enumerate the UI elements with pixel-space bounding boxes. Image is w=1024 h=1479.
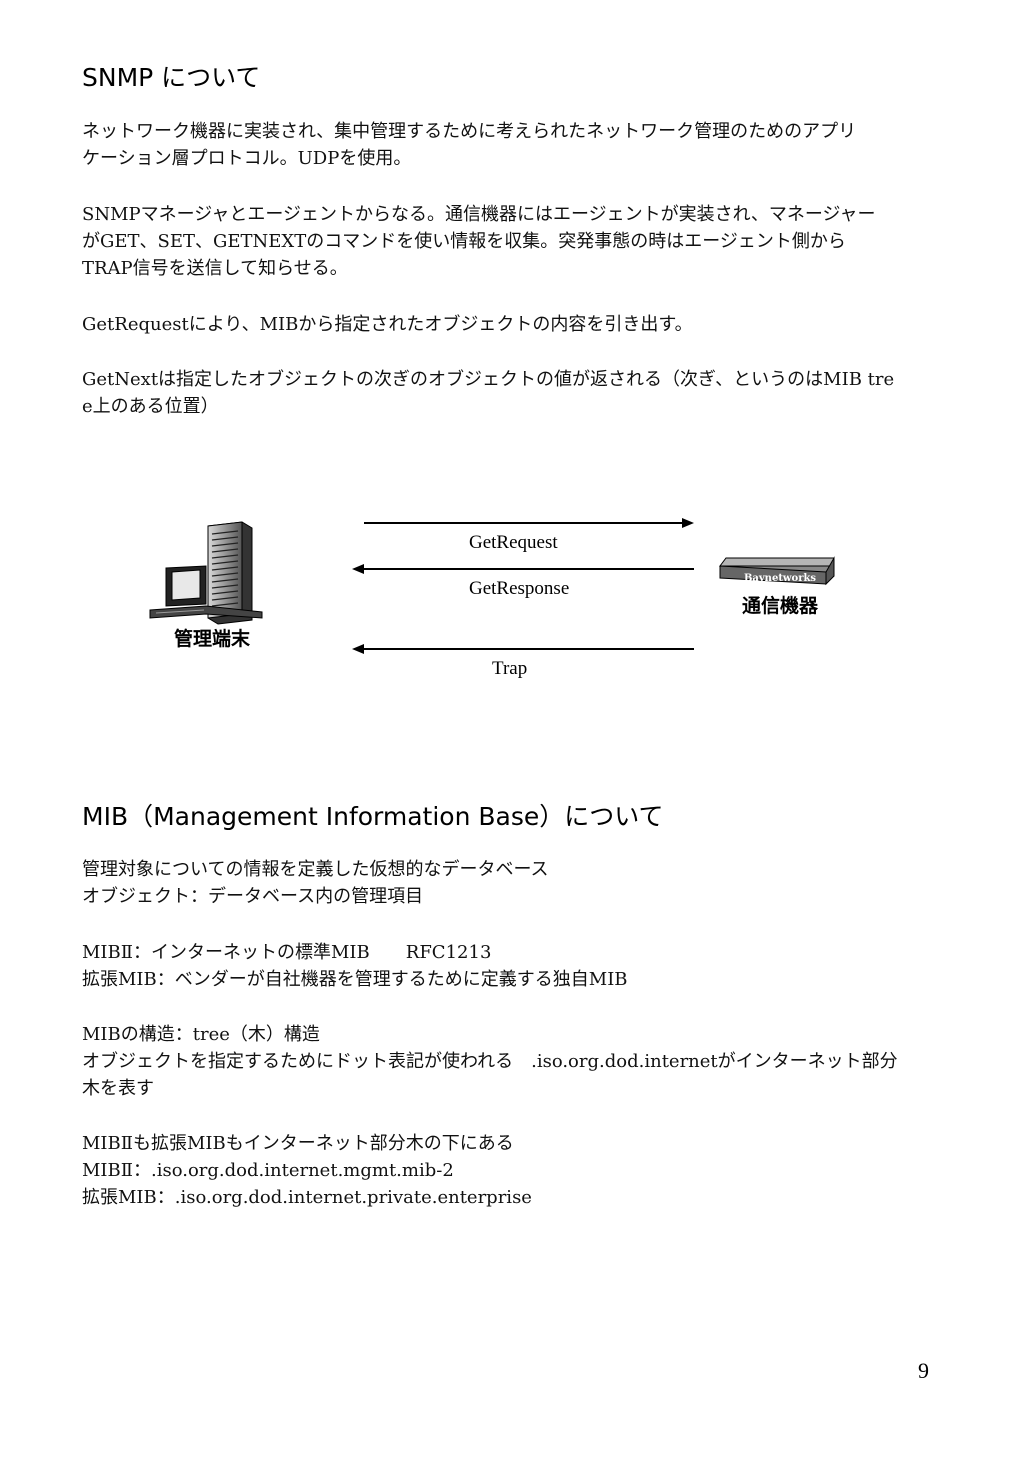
snmp-heading: SNMP について <box>82 63 261 92</box>
text-line: 管理対象についての情報を定義した仮想的なデータベース <box>82 859 549 880</box>
device-brand-label: Baynetworks <box>744 573 816 584</box>
text-line: e上のある位置） <box>82 396 219 417</box>
text-line: 木を表す <box>82 1078 154 1099</box>
arrow-trap <box>352 644 694 654</box>
text-line: オブジェクト：データベース内の管理項目 <box>82 886 424 907</box>
device-label: 通信機器 <box>742 595 819 617</box>
snmp-paragraph-2: SNMPマネージャとエージェントからなる。通信機器にはエージェントが実装され、マ… <box>82 201 982 282</box>
text-line: TRAP信号を送信して知らせる。 <box>82 258 348 279</box>
get-response-label: GetResponse <box>469 578 570 599</box>
diagram-canvas: Baynetworks <box>149 518 835 654</box>
mib-paragraph-1: 管理対象についての情報を定義した仮想的なデータベース オブジェクト：データベース… <box>82 856 982 910</box>
mib-paragraph-4: MIBⅡも拡張MIBもインターネット部分木の下にある MIBⅡ：.iso.org… <box>82 1130 982 1211</box>
get-request-label: GetRequest <box>469 532 558 553</box>
arrow-get-response <box>352 564 694 574</box>
page-number: 9 <box>918 1358 929 1383</box>
text-line: がGET、SET、GETNEXTのコマンドを使い情報を収集。突発事態の時はエージ… <box>82 231 846 252</box>
text-line: MIBⅡ：インターネットの標準MIB RFC1213 <box>82 942 492 963</box>
text-line: GetNextは指定したオブジェクトの次ぎのオブジェクトの値が返される（次ぎ、と… <box>82 369 895 390</box>
text-line: GetRequestにより、MIBから指定されたオブジェクトの内容を引き出す。 <box>82 314 693 335</box>
text-line: MIBⅡ：.iso.org.dod.internet.mgmt.mib-2 <box>82 1160 454 1181</box>
computer-icon <box>149 521 263 625</box>
network-device-icon: Baynetworks <box>719 556 835 586</box>
text-line: SNMPマネージャとエージェントからなる。通信機器にはエージェントが実装され、マ… <box>82 204 876 225</box>
trap-label: Trap <box>492 658 528 679</box>
snmp-paragraph-4: GetNextは指定したオブジェクトの次ぎのオブジェクトの値が返される（次ぎ、と… <box>82 366 982 420</box>
text-line: ネットワーク機器に実装され、集中管理するために考えられたネットワーク管理のための… <box>82 121 857 142</box>
text-line: MIBⅡも拡張MIBもインターネット部分木の下にある <box>82 1133 514 1154</box>
manager-label: 管理端末 <box>174 628 251 650</box>
text-line: ケーション層プロトコル。UDPを使用。 <box>82 148 412 169</box>
snmp-paragraph-1: ネットワーク機器に実装され、集中管理するために考えられたネットワーク管理のための… <box>82 118 982 172</box>
text-line: オブジェクトを指定するためにドット表記が使われる .iso.org.dod.in… <box>82 1051 898 1072</box>
snmp-paragraph-3: GetRequestにより、MIBから指定されたオブジェクトの内容を引き出す。 <box>82 311 982 338</box>
arrow-get-request <box>364 518 694 528</box>
text-line: 拡張MIB：ベンダーが自社機器を管理するために定義する独自MIB <box>82 969 628 990</box>
text-line: MIBの構造：tree（木）構造 <box>82 1024 320 1045</box>
mib-heading: MIB（Management Information Base）について <box>82 802 664 831</box>
mib-paragraph-3: MIBの構造：tree（木）構造 オブジェクトを指定するためにドット表記が使われ… <box>82 1021 982 1102</box>
snmp-diagram: Baynetworks GetRequest GetResponse Trap … <box>0 480 1024 720</box>
mib-paragraph-2: MIBⅡ：インターネットの標準MIB RFC1213 拡張MIB：ベンダーが自社… <box>82 939 982 993</box>
text-line: 拡張MIB：.iso.org.dod.internet.private.ente… <box>82 1187 532 1208</box>
